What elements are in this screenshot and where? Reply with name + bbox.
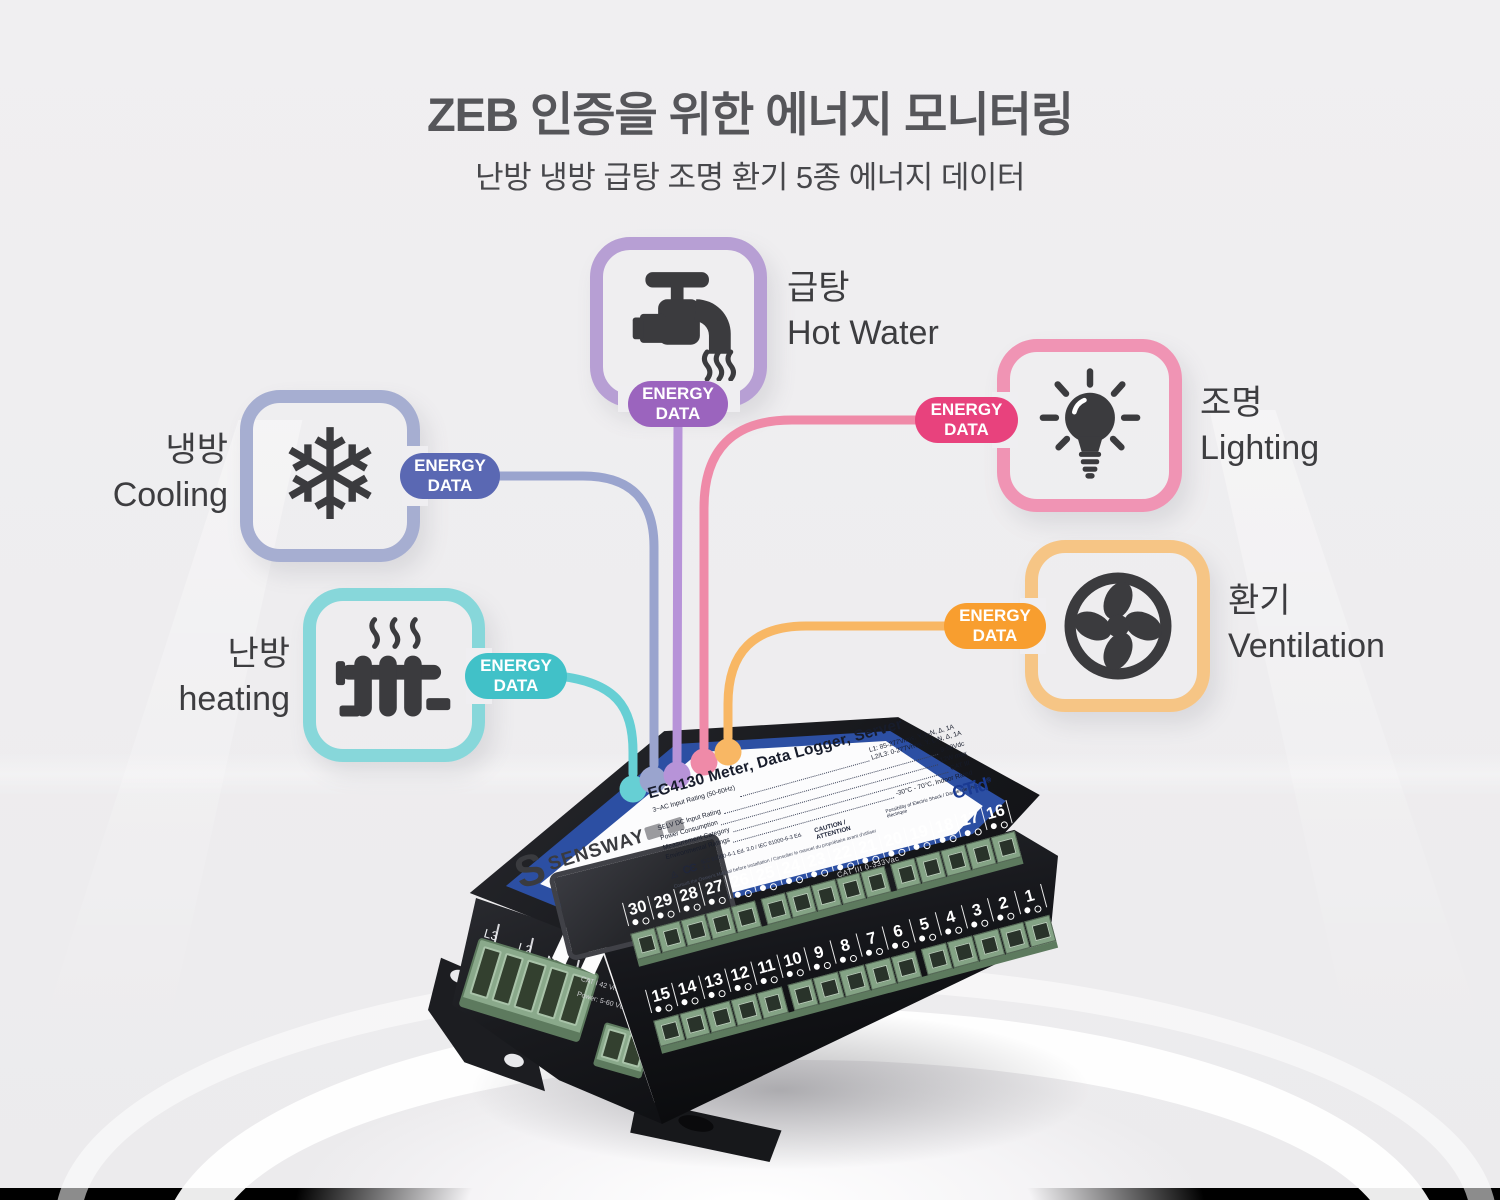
badge-line2: DATA bbox=[493, 676, 539, 695]
ventilation-label-kr: 환기 bbox=[1228, 582, 1291, 620]
badge-line2: DATA bbox=[655, 404, 701, 423]
lighting-label: 조명 Lighting bbox=[1200, 381, 1319, 471]
cooling-label-en: Cooling bbox=[112, 476, 228, 514]
badge-line2: DATA bbox=[972, 626, 1018, 645]
heating-label-en: heating bbox=[178, 680, 290, 718]
light-beam-right bbox=[1209, 410, 1480, 1060]
badge-line1: ENERGY bbox=[959, 606, 1031, 625]
lighting-icon-box bbox=[997, 339, 1182, 512]
cooling-line bbox=[495, 471, 659, 770]
page-subtitle: 난방 냉방 급탕 조명 환기 5종 에너지 데이터 bbox=[475, 160, 1025, 195]
fan-icon bbox=[1057, 565, 1179, 687]
heating-label: 난방 heating bbox=[95, 632, 290, 722]
lighting-label-kr: 조명 bbox=[1200, 384, 1263, 422]
heating-icon-box bbox=[303, 588, 485, 762]
cooling-icon-box: ❄ bbox=[240, 390, 420, 562]
hotwater-label-kr: 급탕 bbox=[787, 269, 850, 307]
hotwater-label-en: Hot Water bbox=[787, 314, 939, 352]
cooling-energy-data-badge: ENERGY DATA bbox=[400, 453, 500, 499]
heating-label-kr: 난방 bbox=[227, 635, 290, 673]
mounting-hole bbox=[502, 1051, 526, 1070]
snowflake-icon: ❄ bbox=[277, 402, 383, 549]
ventilation-label: 환기 Ventilation bbox=[1228, 579, 1385, 669]
page-title: ZEB 인증을 위한 에너지 모니터링 bbox=[426, 88, 1074, 141]
hotwater-line bbox=[672, 422, 683, 766]
ventilation-icon-box bbox=[1025, 540, 1210, 712]
radiator-icon bbox=[334, 615, 454, 735]
safety-triangle-icon: ◬ bbox=[669, 867, 679, 880]
badge-line1: ENERGY bbox=[480, 656, 552, 675]
badge-line2: DATA bbox=[427, 476, 473, 495]
ventilation-label-en: Ventilation bbox=[1228, 627, 1385, 665]
lighting-label-en: Lighting bbox=[1200, 429, 1320, 467]
hotwater-label: 급탕 Hot Water bbox=[787, 266, 939, 356]
lighting-energy-data-badge: ENERGY DATA bbox=[915, 397, 1018, 443]
badge-line2: DATA bbox=[944, 420, 989, 439]
badge-line1: ENERGY bbox=[414, 456, 486, 475]
faucet-icon bbox=[620, 263, 738, 381]
ce-mark-icon: CЄ bbox=[681, 861, 698, 878]
badge-line1: ENERGY bbox=[642, 384, 714, 403]
lighting-line bbox=[699, 415, 920, 753]
mounting-hole bbox=[676, 1112, 716, 1135]
badge-line1: ENERGY bbox=[930, 400, 1003, 419]
cooling-label: 냉방 Cooling bbox=[40, 428, 228, 518]
hotwater-energy-data-badge: ENERGY DATA bbox=[628, 381, 728, 427]
ventilation-energy-data-badge: ENERGY DATA bbox=[944, 603, 1046, 649]
heating-energy-data-badge: ENERGY DATA bbox=[465, 653, 567, 699]
cooling-label-kr: 냉방 bbox=[165, 431, 228, 469]
lightbulb-icon bbox=[1030, 366, 1150, 486]
